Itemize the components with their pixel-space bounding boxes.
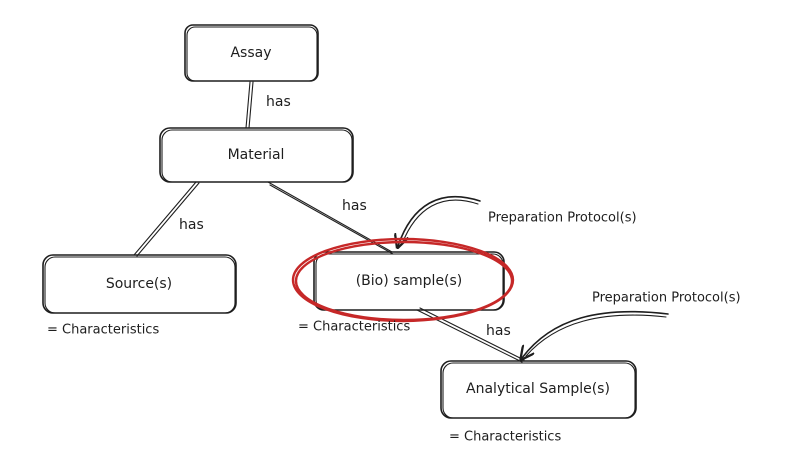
highlight-circle bbox=[291, 237, 515, 323]
prep-protocol-arrow-2 bbox=[522, 310, 669, 358]
node-sources-label: Source(s) bbox=[106, 276, 172, 292]
prep-protocol-label-2: Preparation Protocol(s) bbox=[592, 291, 741, 306]
node-analytical-samples[interactable]: Analytical Sample(s) bbox=[440, 360, 637, 419]
node-assay[interactable]: Assay bbox=[184, 24, 319, 82]
node-assay-label: Assay bbox=[230, 45, 271, 61]
prep-protocol-label-1: Preparation Protocol(s) bbox=[488, 211, 637, 226]
characteristics-analytical: = Characteristics bbox=[449, 430, 561, 445]
node-material-label: Material bbox=[228, 147, 285, 163]
edge-assay-material bbox=[245, 81, 254, 129]
edge-label-bio-analytical: has bbox=[486, 323, 511, 339]
node-analytical-samples-label: Analytical Sample(s) bbox=[466, 381, 610, 397]
node-material[interactable]: Material bbox=[159, 127, 354, 183]
edge-label-material-sources: has bbox=[179, 217, 204, 233]
characteristics-sources: = Characteristics bbox=[47, 323, 159, 338]
node-bio-samples-label: (Bio) sample(s) bbox=[356, 273, 463, 289]
prep-protocol-arrow-1 bbox=[398, 196, 481, 246]
characteristics-bio: = Characteristics bbox=[298, 320, 410, 335]
node-bio-samples[interactable]: (Bio) sample(s) bbox=[313, 251, 505, 311]
node-sources[interactable]: Source(s) bbox=[42, 254, 237, 314]
edge-label-assay-material: has bbox=[266, 94, 291, 110]
edge-material-sources bbox=[133, 181, 200, 257]
edge-label-material-bio: has bbox=[342, 198, 367, 214]
